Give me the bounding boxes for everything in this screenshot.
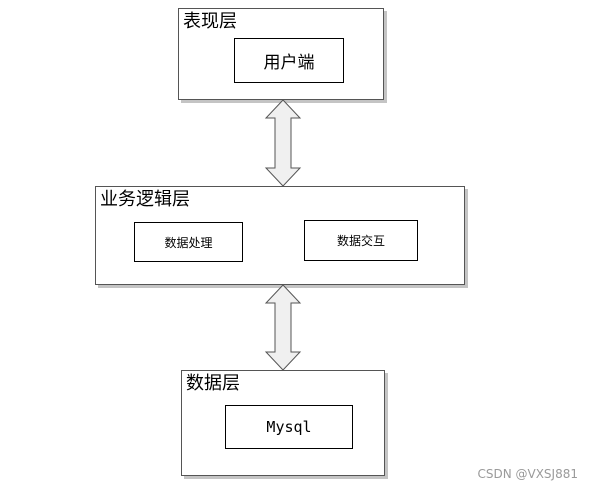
double-arrow-business-data: [264, 284, 302, 371]
data-processing-box: 数据处理: [134, 222, 243, 262]
presentation-layer-title: 表现层: [183, 11, 237, 32]
data-processing-label: 数据处理: [164, 235, 213, 250]
presentation-layer: 表现层 用户端: [178, 8, 384, 100]
data-layer-title: 数据层: [186, 373, 240, 394]
data-interaction-box: 数据交互: [304, 220, 418, 261]
mysql-box: Mysql: [225, 405, 353, 449]
business-logic-layer-title: 业务逻辑层: [100, 189, 190, 210]
mysql-box-label: Mysql: [266, 418, 312, 436]
business-logic-layer: 业务逻辑层 数据处理 数据交互: [95, 186, 465, 285]
watermark: CSDN @VXSJ881: [477, 467, 578, 481]
data-layer: 数据层 Mysql: [181, 370, 385, 476]
double-arrow-presentation-business: [264, 99, 302, 187]
client-box-label: 用户端: [263, 53, 315, 73]
data-interaction-label: 数据交互: [336, 234, 385, 248]
client-box: 用户端: [234, 38, 344, 83]
